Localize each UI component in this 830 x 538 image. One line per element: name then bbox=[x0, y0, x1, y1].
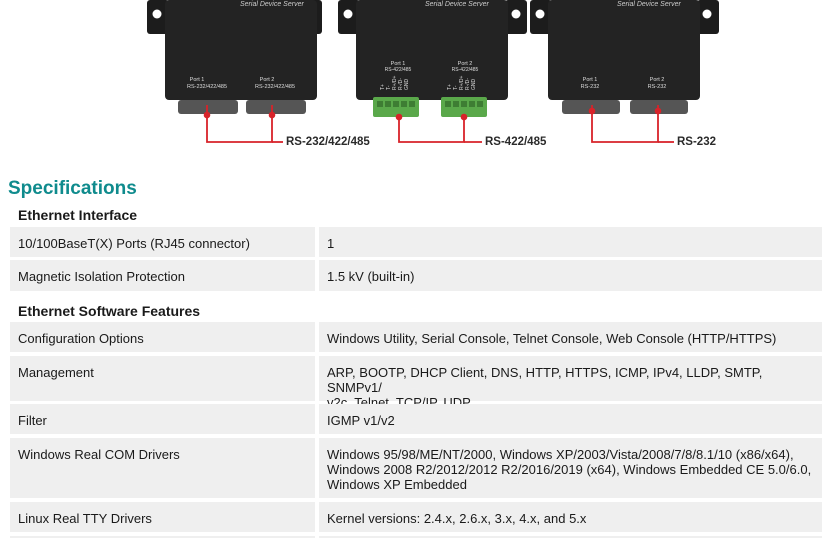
port2-type: RS-422/485 bbox=[452, 67, 479, 73]
spec-key: Management bbox=[10, 356, 315, 401]
port1-label: Port 1 bbox=[583, 77, 598, 83]
spec-value-line: Windows XP Embedded bbox=[327, 477, 467, 492]
spec-row: Management ARP, BOOTP, DHCP Client, DNS,… bbox=[10, 356, 822, 410]
spec-key: Linux Real TTY Drivers bbox=[10, 502, 315, 532]
spec-row: Filter IGMP v1/v2 bbox=[10, 404, 822, 434]
device-caption: Serial Device Server bbox=[425, 1, 489, 8]
pin-label: T- bbox=[453, 85, 459, 90]
device-caption: Serial Device Server bbox=[240, 1, 304, 8]
spec-row-partial bbox=[10, 536, 822, 538]
spec-value-line: Windows 95/98/ME/NT/2000, Windows XP/200… bbox=[327, 447, 794, 462]
spec-value: Windows Utility, Serial Console, Telnet … bbox=[319, 322, 822, 352]
port1-label: Port 1 bbox=[190, 77, 205, 83]
spec-value bbox=[319, 536, 822, 538]
pin-label: T+ bbox=[447, 84, 453, 90]
specifications-heading: Specifications bbox=[8, 178, 137, 199]
port2-type: RS-232 bbox=[648, 84, 667, 90]
connector-label-rs232: RS-232 bbox=[677, 136, 716, 148]
spec-key: Filter bbox=[10, 404, 315, 434]
spec-value: Kernel versions: 2.4.x, 2.6.x, 3.x, 4.x,… bbox=[319, 502, 822, 532]
product-illustration: Serial Device Server Port 1 RS-232/422/4… bbox=[147, 0, 719, 143]
pin-label: T+ bbox=[380, 84, 386, 90]
spec-row: 10/100BaseT(X) Ports (RJ45 connector) 1 bbox=[10, 227, 822, 257]
port1-type: RS-232 bbox=[581, 84, 600, 90]
spec-row: Linux Real TTY Drivers Kernel versions: … bbox=[10, 502, 822, 532]
connector-label-rs422-485: RS-422/485 bbox=[485, 136, 547, 148]
pin-label: T- bbox=[386, 85, 392, 90]
pin-label: R-/D- bbox=[465, 78, 471, 90]
device-rs232-422-485: Serial Device Server Port 1 RS-232/422/4… bbox=[147, 0, 322, 143]
spec-value: 1 bbox=[319, 227, 822, 257]
port1-type: RS-422/485 bbox=[385, 67, 412, 73]
spec-row: Windows Real COM Drivers Windows 95/98/M… bbox=[10, 438, 822, 498]
spec-value: ARP, BOOTP, DHCP Client, DNS, HTTP, HTTP… bbox=[319, 356, 822, 410]
spec-value: IGMP v1/v2 bbox=[319, 404, 822, 434]
port1-type: RS-232/422/485 bbox=[187, 84, 227, 90]
device-rs422-485: Serial Device Server Port 1 RS-422/485 P… bbox=[338, 0, 527, 143]
pin-label: GND bbox=[471, 79, 477, 91]
spec-value-line: Windows 2008 R2/2012/2012 R2/2016/2019 (… bbox=[327, 462, 812, 477]
spec-key: Configuration Options bbox=[10, 322, 315, 352]
spec-key: Windows Real COM Drivers bbox=[10, 438, 315, 498]
spec-value-line: ARP, BOOTP, DHCP Client, DNS, HTTP, HTTP… bbox=[327, 365, 763, 395]
spec-key bbox=[10, 536, 315, 538]
spec-value: Windows 95/98/ME/NT/2000, Windows XP/200… bbox=[319, 438, 822, 498]
device-caption: Serial Device Server bbox=[617, 1, 681, 8]
spec-key: Magnetic Isolation Protection bbox=[10, 260, 315, 291]
pin-label: R+/D+ bbox=[459, 75, 465, 90]
pin-label: GND bbox=[404, 79, 410, 91]
pin-label: R-/D- bbox=[398, 78, 404, 90]
port2-type: RS-232/422/485 bbox=[255, 84, 295, 90]
spec-row: Magnetic Isolation Protection 1.5 kV (bu… bbox=[10, 260, 822, 291]
section-title-ethernet-interface: Ethernet Interface bbox=[18, 207, 138, 223]
port2-label: Port 2 bbox=[260, 77, 275, 83]
spec-key: 10/100BaseT(X) Ports (RJ45 connector) bbox=[10, 227, 315, 257]
spec-row: Configuration Options Windows Utility, S… bbox=[10, 322, 822, 352]
port2-label: Port 2 bbox=[650, 77, 665, 83]
device-rs232: Serial Device Server Port 1 RS-232 Port … bbox=[530, 0, 719, 143]
port1-label: Port 1 bbox=[391, 61, 406, 67]
section-title-ethernet-software-features: Ethernet Software Features bbox=[18, 303, 201, 319]
connector-label-rs232-422-485: RS-232/422/485 bbox=[286, 136, 370, 148]
port2-label: Port 2 bbox=[458, 61, 473, 67]
spec-value: 1.5 kV (built-in) bbox=[319, 260, 822, 291]
pin-label: R+/D+ bbox=[392, 75, 398, 90]
